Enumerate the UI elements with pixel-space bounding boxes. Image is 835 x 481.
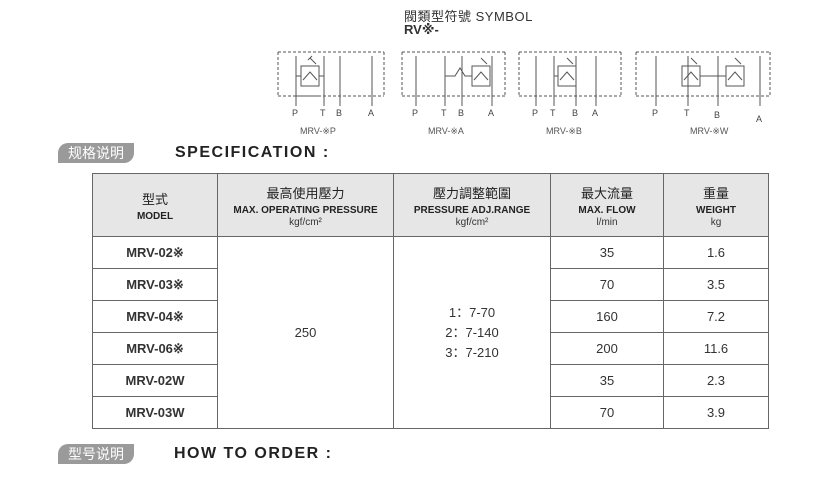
weight-cell: 3.9: [663, 396, 769, 429]
range-line: 3：7-210: [445, 344, 499, 360]
hydraulic-symbols-icon: [277, 51, 771, 106]
diagram-label: MRV-※B: [546, 126, 582, 136]
diagram-label: MRV-※A: [428, 126, 464, 136]
port-label: A: [756, 114, 763, 124]
port-label: T: [550, 108, 556, 118]
order-badge: 型号说明: [58, 444, 134, 464]
weight-cell: 7.2: [663, 300, 769, 333]
table-row: MRV-03W 70 3.9: [92, 396, 769, 429]
model-cell: MRV-03W: [92, 396, 218, 429]
symbol-diagram-a: [401, 51, 506, 106]
port-label: A: [368, 108, 375, 118]
table-row: MRV-02※ 250 1：7-70 2：7-140 3：7-210 35 1.…: [92, 236, 769, 429]
header-flow: 最大流量 MAX. FLOW l/min: [550, 173, 664, 237]
diagram-label: MRV-※W: [690, 126, 729, 136]
spec-table: 型式 MODEL 最高使用壓力 MAX. OPERATING PRESSURE …: [92, 173, 769, 429]
port-label: T: [684, 108, 690, 118]
model-cell: MRV-06※: [92, 332, 218, 365]
symbol-code: RV※-: [404, 22, 439, 37]
port-label: B: [336, 108, 343, 118]
flow-cell: 70: [550, 396, 664, 429]
flow-cell: 160: [550, 300, 664, 333]
model-cell: MRV-04※: [92, 300, 218, 333]
spec-badge: 规格说明: [58, 143, 134, 163]
table-row: MRV-04※ 160 7.2: [92, 300, 769, 333]
table-row: MRV-03※ 70 3.5: [92, 268, 769, 301]
port-label: A: [488, 108, 495, 118]
header-pressure: 最高使用壓力 MAX. OPERATING PRESSURE kgf/cm²: [217, 173, 394, 237]
flow-cell: 200: [550, 332, 664, 365]
table-header-row: 型式 MODEL 最高使用壓力 MAX. OPERATING PRESSURE …: [92, 173, 769, 237]
port-label: P: [292, 108, 299, 118]
table-row: MRV-06※ 200 11.6: [92, 332, 769, 365]
port-label: P: [532, 108, 539, 118]
port-label: B: [572, 108, 579, 118]
weight-cell: 3.5: [663, 268, 769, 301]
model-cell: MRV-03※: [92, 268, 218, 301]
flow-cell: 35: [550, 236, 664, 269]
symbol-diagrams: P T B A MRV-※P P T B A MRV-※A P T B A MR…: [0, 0, 835, 150]
symbol-diagram-p: [277, 51, 385, 106]
port-label: A: [592, 108, 599, 118]
header-weight: 重量 WEIGHT kg: [663, 173, 769, 237]
port-label: P: [412, 108, 419, 118]
flow-cell: 70: [550, 268, 664, 301]
pressure-cell: 250: [217, 236, 394, 429]
header-model: 型式 MODEL: [92, 173, 218, 237]
port-label: T: [441, 108, 447, 118]
range-cell: 1：7-70 2：7-140 3：7-210: [393, 236, 551, 429]
port-label: B: [714, 110, 721, 120]
order-title: HOW TO ORDER :: [174, 445, 333, 462]
symbol-diagram-w: [635, 51, 771, 106]
header-range: 壓力調整範圍 PRESSURE ADJ.RANGE kgf/cm²: [393, 173, 551, 237]
port-label: P: [652, 108, 659, 118]
spec-title: SPECIFICATION :: [175, 144, 330, 161]
symbol-diagram-b: [518, 51, 622, 106]
port-label: T: [320, 108, 326, 118]
flow-cell: 35: [550, 364, 664, 397]
range-line: 1：7-70: [448, 304, 496, 320]
diagram-label: MRV-※P: [300, 126, 336, 136]
range-line: 2：7-140: [445, 324, 499, 340]
model-cell: MRV-02W: [92, 364, 218, 397]
weight-cell: 2.3: [663, 364, 769, 397]
port-label: B: [458, 108, 465, 118]
weight-cell: 1.6: [663, 236, 769, 269]
symbol-title: 閥類型符號 SYMBOL: [404, 9, 533, 24]
model-cell: MRV-02※: [92, 236, 218, 269]
weight-cell: 11.6: [663, 332, 769, 365]
